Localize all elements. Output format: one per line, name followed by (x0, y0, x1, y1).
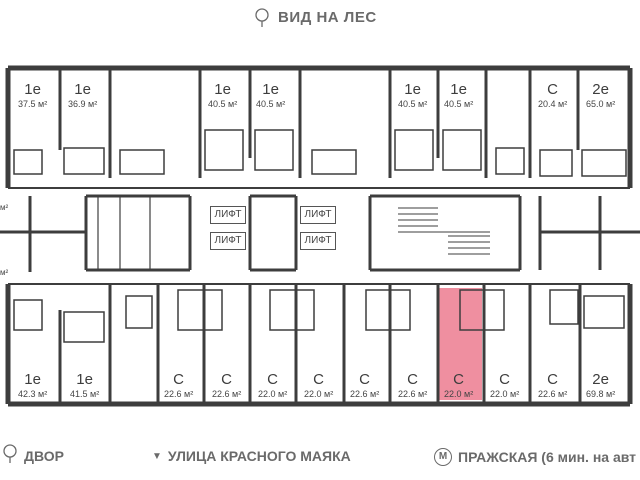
street-label: УЛИЦА КРАСНОГО МАЯКА (167, 448, 351, 464)
lift-label: ЛИФТ (300, 206, 336, 224)
unit-area: 42.3 м² (18, 389, 48, 399)
unit-bottom-9-selected[interactable]: С 22.0 м² (444, 372, 473, 399)
unit-bottom-7[interactable]: С 22.6 м² (350, 372, 379, 399)
unit-area: 69.8 м² (586, 389, 616, 399)
unit-type: С (267, 371, 279, 388)
cut-area-label: м² (0, 203, 9, 212)
unit-type: 1е (24, 371, 41, 388)
unit-top-4[interactable]: 1е 40.5 м² (256, 82, 285, 109)
unit-bottom-10[interactable]: С 22.0 м² (490, 372, 519, 399)
unit-area: 36.9 м² (68, 99, 98, 109)
unit-type: 1е (450, 81, 467, 98)
unit-bottom-4[interactable]: С 22.6 м² (212, 372, 241, 399)
unit-area: 22.6 м² (398, 389, 428, 399)
lift-label: ЛИФТ (300, 232, 336, 250)
metro-icon: М (434, 448, 452, 466)
unit-top-3[interactable]: 1е 40.5 м² (208, 82, 237, 109)
cut-area-label: м² (0, 268, 9, 277)
unit-area: 40.5 м² (256, 99, 286, 109)
yard-orientation: ДВОР (24, 448, 64, 464)
unit-area: 40.5 м² (208, 99, 238, 109)
unit-area: 22.6 м² (350, 389, 380, 399)
unit-area: 22.0 м² (304, 389, 334, 399)
unit-area: 40.5 м² (444, 99, 474, 109)
unit-bottom-8[interactable]: С 22.6 м² (398, 372, 427, 399)
unit-type: 1е (404, 81, 421, 98)
unit-type: 1е (74, 81, 91, 98)
unit-type: С (453, 371, 465, 388)
unit-type: 1е (76, 371, 93, 388)
unit-area: 22.0 м² (490, 389, 520, 399)
unit-type: С (547, 371, 559, 388)
unit-area: 22.0 м² (444, 389, 474, 399)
unit-bottom-12[interactable]: 2е 69.8 м² (586, 372, 615, 399)
unit-type: 1е (214, 81, 231, 98)
unit-top-6[interactable]: 1е 40.5 м² (444, 82, 473, 109)
metro-orientation: М ПРАЖСКАЯ (6 мин. на авт (434, 448, 636, 466)
tree-icon (3, 444, 17, 463)
unit-bottom-5[interactable]: С 22.0 м² (258, 372, 287, 399)
unit-area: 37.5 м² (18, 99, 48, 109)
unit-type: 2е (592, 371, 609, 388)
triangle-down-icon: ▼ (152, 450, 162, 462)
unit-type: 1е (262, 81, 279, 98)
unit-area: 22.0 м² (258, 389, 288, 399)
unit-type: 2е (592, 81, 609, 98)
unit-bottom-6[interactable]: С 22.0 м² (304, 372, 333, 399)
unit-top-8[interactable]: 2е 65.0 м² (586, 82, 615, 109)
unit-area: 41.5 м² (70, 389, 100, 399)
unit-type: С (547, 81, 559, 98)
lift-label: ЛИФТ (210, 232, 246, 250)
unit-type: С (499, 371, 511, 388)
lift-label: ЛИФТ (210, 206, 246, 224)
unit-area: 22.6 м² (164, 389, 194, 399)
view-label: ВИД НА ЛЕС (278, 9, 377, 26)
unit-type: С (313, 371, 325, 388)
unit-top-5[interactable]: 1е 40.5 м² (398, 82, 427, 109)
unit-area: 22.6 м² (538, 389, 568, 399)
unit-top-7[interactable]: С 20.4 м² (538, 82, 567, 109)
metro-label: ПРАЖСКАЯ (6 мин. на авт (458, 449, 637, 465)
unit-area: 22.6 м² (212, 389, 242, 399)
unit-type: С (173, 371, 185, 388)
unit-area: 40.5 м² (398, 99, 428, 109)
yard-label: ДВОР (24, 448, 64, 464)
view-header: ВИД НА ЛЕС (258, 9, 377, 26)
unit-area: 20.4 м² (538, 99, 568, 109)
unit-top-2[interactable]: 1е 36.9 м² (68, 82, 97, 109)
unit-bottom-1[interactable]: 1е 42.3 м² (18, 372, 47, 399)
unit-type: 1е (24, 81, 41, 98)
unit-type: С (221, 371, 233, 388)
unit-bottom-2[interactable]: 1е 41.5 м² (70, 372, 99, 399)
unit-bottom-3[interactable]: С 22.6 м² (164, 372, 193, 399)
street-orientation: ▼ УЛИЦА КРАСНОГО МАЯКА (152, 448, 351, 464)
unit-bottom-11[interactable]: С 22.6 м² (538, 372, 567, 399)
unit-area: 65.0 м² (586, 99, 616, 109)
unit-top-1[interactable]: 1е 37.5 м² (18, 82, 47, 109)
unit-type: С (407, 371, 419, 388)
unit-type: С (359, 371, 371, 388)
tree-icon (255, 8, 269, 27)
